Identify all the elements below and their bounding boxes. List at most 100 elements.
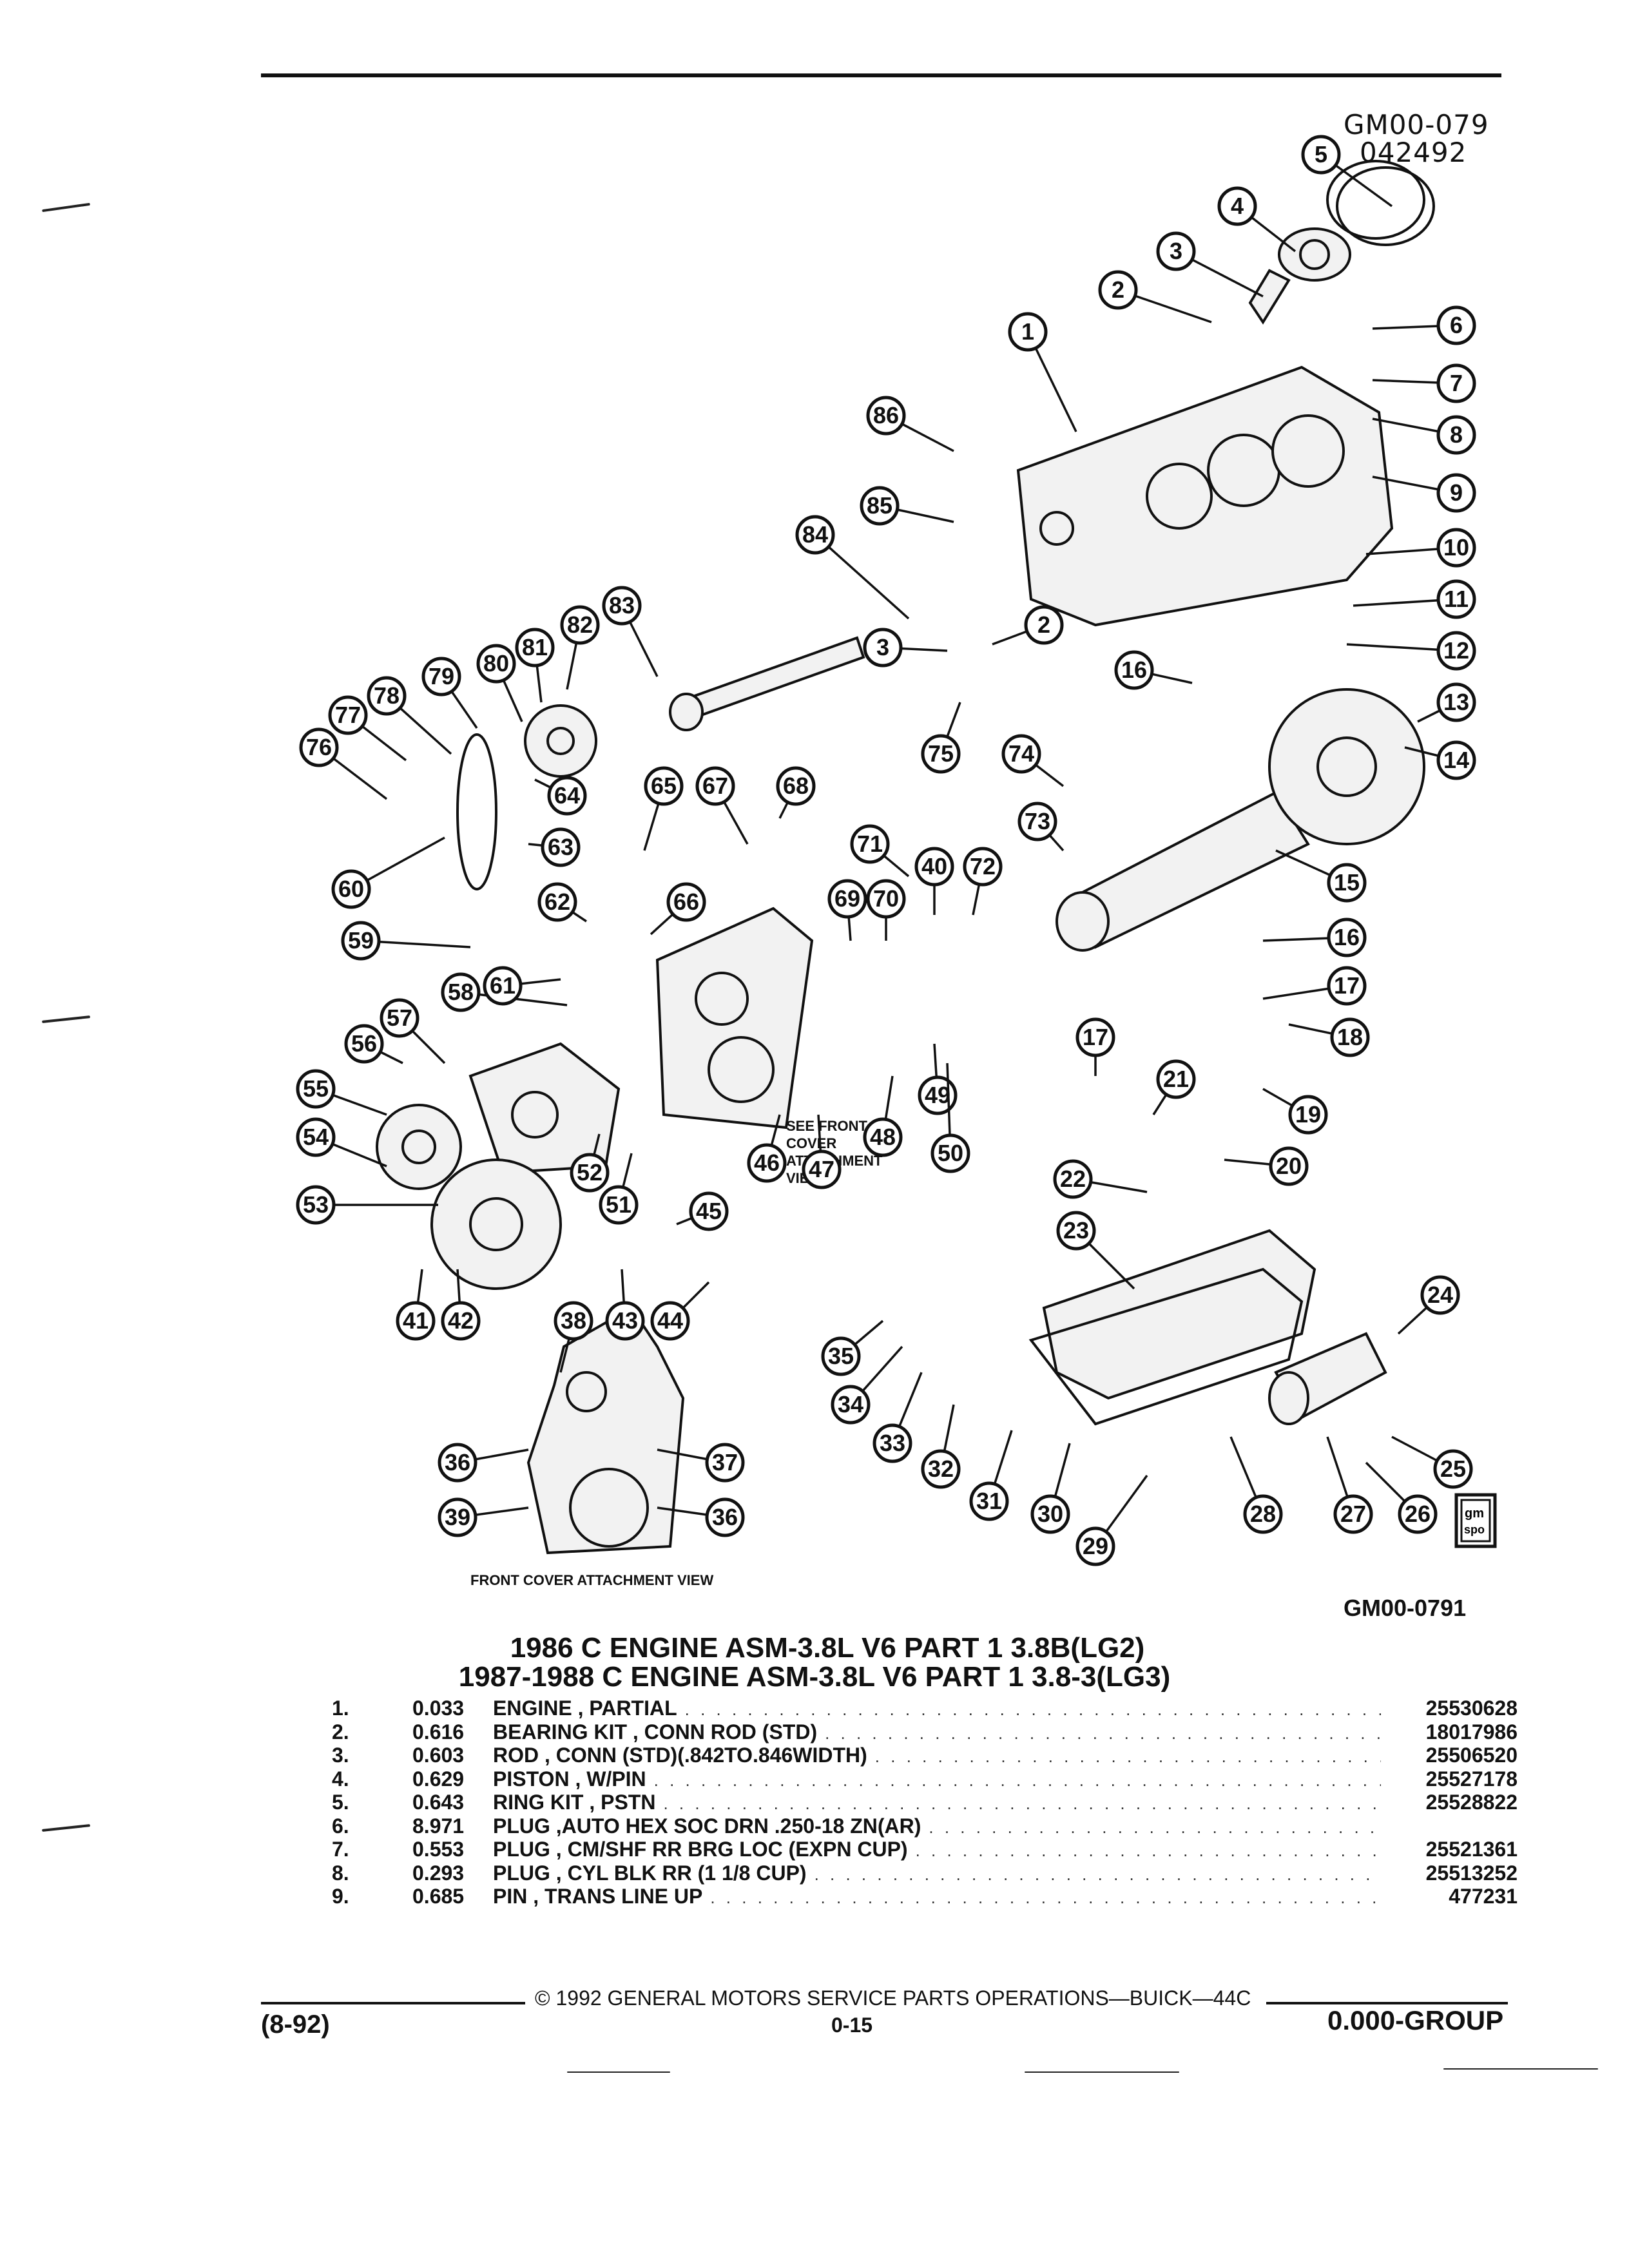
callout-number: 8: [1450, 421, 1463, 448]
flywheel: [1268, 688, 1425, 845]
callout-balloon: [921, 1449, 961, 1489]
part-number: 477231: [1449, 1885, 1518, 1908]
callout-balloon: [1075, 1017, 1115, 1057]
item-quantity: 0.685: [412, 1885, 465, 1908]
item-description: PLUG , CM/SHF RR BRG LOC (EXPN CUP): [493, 1838, 908, 1861]
callout-number: 58: [448, 979, 474, 1005]
item-quantity: 0.643: [412, 1791, 465, 1814]
callout-number: 16: [1334, 924, 1360, 950]
callout-number: 27: [1340, 1501, 1366, 1527]
group-number: 0.000-GROUP: [1327, 2005, 1504, 2035]
item-quantity: 0.603: [412, 1744, 465, 1767]
callout-balloon: [1327, 863, 1367, 903]
callout-number: 50: [938, 1140, 963, 1166]
callout-number: 38: [561, 1307, 586, 1334]
callout-number: 62: [545, 889, 570, 915]
callout-balloon: [438, 1497, 477, 1537]
callout-number: 74: [1008, 740, 1034, 767]
note-line-2: COVER: [786, 1135, 836, 1151]
timing-chain: [456, 704, 597, 890]
callout-number: 3: [1170, 238, 1182, 264]
callout-number: 47: [809, 1156, 834, 1182]
callout-balloon: [296, 1185, 336, 1225]
parts-row: 2. 0.616 BEARING KIT , CONN ROD (STD) . …: [332, 1720, 1518, 1744]
callout-balloon: [299, 727, 339, 767]
callout-balloon: [1001, 734, 1041, 774]
callout-number: 1: [1021, 318, 1034, 345]
callout-balloon: [1269, 1146, 1309, 1186]
item-number: 5.: [332, 1791, 349, 1814]
callout-number: 20: [1276, 1153, 1302, 1179]
callout-number: 13: [1443, 689, 1469, 715]
callout-number: 81: [522, 634, 548, 660]
callout-balloon: [547, 776, 587, 816]
callout-number: 15: [1334, 869, 1360, 896]
callout-number: 64: [554, 782, 580, 809]
callout-number: 55: [303, 1075, 329, 1102]
parts-row: 9. 0.685 PIN , TRANS LINE UP . . . . . .…: [332, 1885, 1518, 1908]
callout-balloon: [599, 1185, 639, 1225]
callout-balloon: [747, 1143, 787, 1183]
callout-number: 71: [857, 831, 883, 857]
callout-balloon: [831, 1385, 871, 1425]
callout-number: 48: [870, 1124, 896, 1150]
callout-number: 32: [928, 1456, 954, 1482]
item-quantity: 0.293: [412, 1861, 465, 1885]
callout-balloon: [483, 966, 523, 1006]
item-quantity: 0.553: [412, 1838, 465, 1861]
callout-number: 60: [338, 876, 364, 902]
item-description: ROD , CONN (STD)(.842TO.846WIDTH): [493, 1744, 867, 1767]
callout-balloon: [850, 824, 890, 864]
callout-balloon: [1156, 231, 1196, 271]
callout-balloon: [570, 1153, 610, 1193]
item-number: 6.: [332, 1814, 349, 1838]
front-cover-attachment-view: [526, 1306, 685, 1555]
callout-balloon: [650, 1301, 690, 1341]
callout-number: 75: [928, 740, 954, 767]
scan-artifact: [41, 1015, 91, 1023]
callout-number: 11: [1444, 586, 1469, 612]
callout-balloon: [1436, 579, 1476, 619]
leader-dots: . . . . . . . . . . . . . . . . . . . . …: [874, 1747, 1381, 1766]
callout-balloon: [689, 1191, 729, 1231]
callout-balloon: [1436, 631, 1476, 671]
callout-balloon: [1330, 1017, 1370, 1057]
callout-balloon: [1243, 1494, 1283, 1534]
callout-balloon: [1156, 1059, 1196, 1099]
callout-number: 9: [1450, 479, 1463, 506]
callout-number: 42: [448, 1307, 474, 1334]
callout-balloon: [515, 628, 555, 668]
logo-text-spo: spo: [1464, 1523, 1485, 1536]
parts-row: 8. 0.293 PLUG , CYL BLK RR (1 1/8 CUP) .…: [332, 1861, 1518, 1885]
callout-number: 41: [403, 1307, 429, 1334]
callout-balloon: [963, 847, 1003, 887]
callout-number: 45: [696, 1198, 722, 1224]
callout-number: 35: [828, 1343, 854, 1369]
footer-rule-right: [1266, 2002, 1508, 2004]
callout-balloon: [863, 1117, 903, 1157]
callout-number: 17: [1334, 972, 1360, 999]
callout-number: 59: [348, 927, 374, 954]
callout-balloon: [438, 1443, 477, 1483]
callout-balloon: [328, 695, 368, 735]
callout-balloon: [795, 515, 835, 555]
callout-balloon: [1327, 966, 1367, 1006]
callout-balloon: [866, 879, 906, 919]
item-quantity: 0.033: [412, 1696, 465, 1720]
parts-row: 6. 8.971 PLUG ,AUTO HEX SOC DRN .250-18 …: [332, 1814, 1518, 1838]
callout-number: 7: [1450, 370, 1463, 396]
starter: [1268, 1332, 1387, 1425]
callout-number: 77: [335, 702, 361, 728]
callout-balloon: [776, 766, 816, 806]
callout-number: 61: [490, 972, 516, 999]
item-number: 7.: [332, 1838, 349, 1861]
callout-balloon: [602, 586, 642, 626]
catalog-title-line-1: 1986 C ENGINE ASM-3.8L V6 PART 1 3.8B(LG…: [510, 1632, 1145, 1664]
callout-number: 29: [1083, 1533, 1108, 1559]
item-description: BEARING KIT , CONN ROD (STD): [493, 1720, 818, 1744]
callout-balloon: [476, 644, 516, 684]
callout-balloon: [1436, 415, 1476, 455]
callout-number: 57: [387, 1004, 412, 1031]
callout-balloon: [705, 1497, 745, 1537]
parts-row: 5. 0.643 RING KIT , PSTN . . . . . . . .…: [332, 1791, 1518, 1814]
